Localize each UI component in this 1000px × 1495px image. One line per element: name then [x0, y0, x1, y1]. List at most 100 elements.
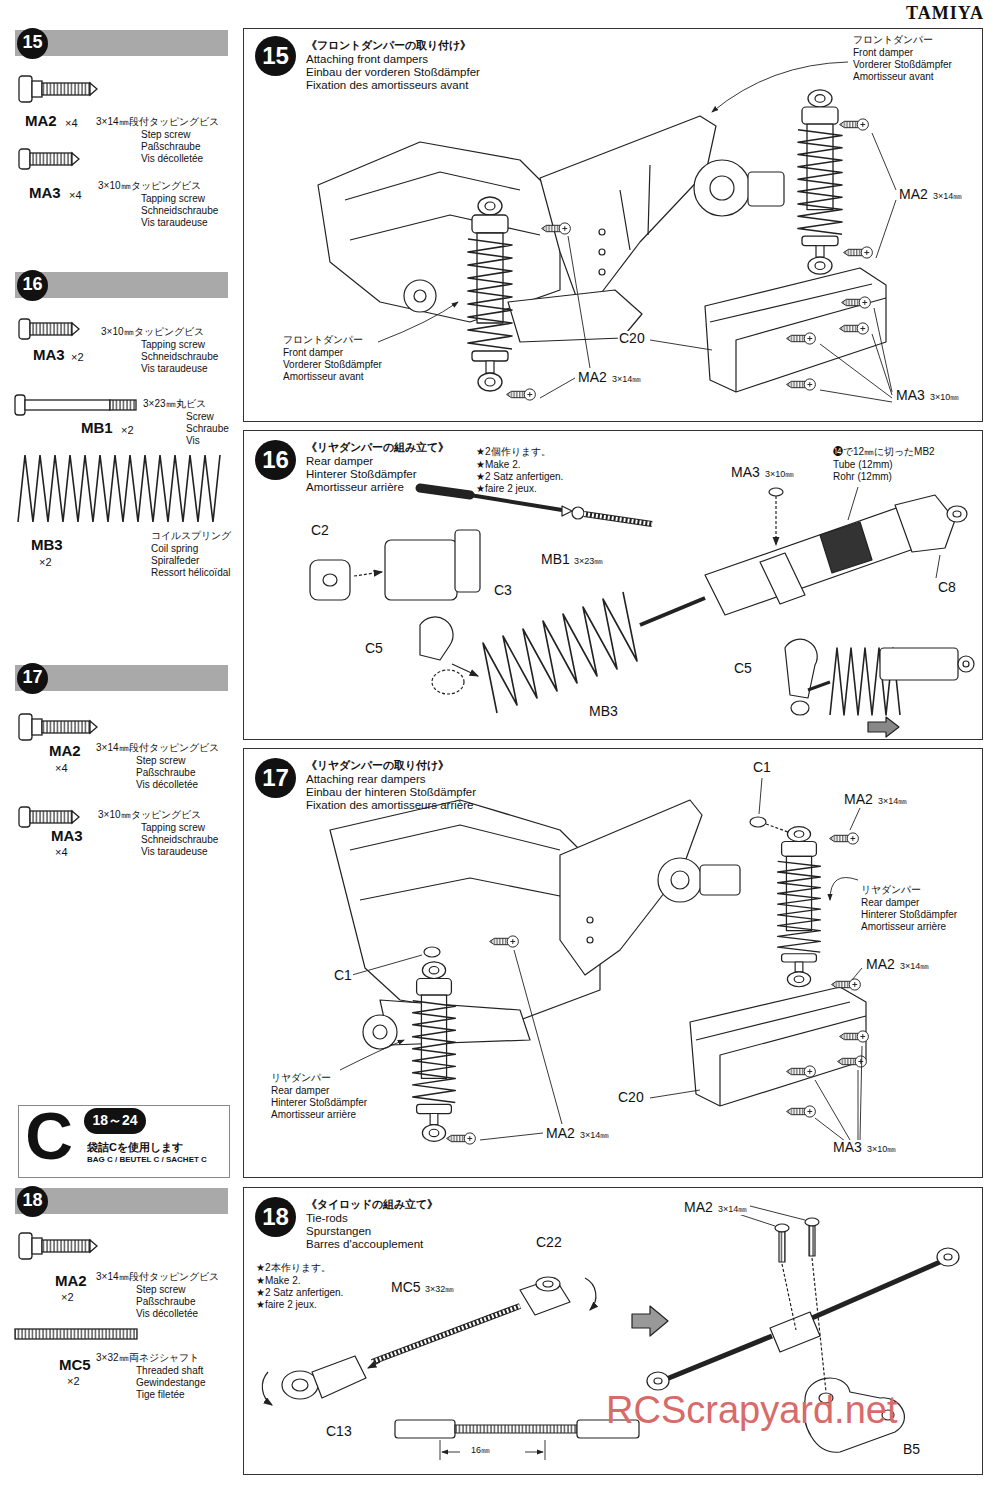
tie-rod-illustration: [647, 1372, 669, 1390]
rear-damper-mount-illustration: [340, 778, 862, 1141]
rear-damper-mount-illustration: [815, 1080, 850, 1140]
part-label: C1: [752, 760, 772, 775]
description: Front damper: [852, 47, 914, 58]
japanese-description: ★2個作ります。: [475, 446, 552, 457]
tie-rod-illustration: [944, 1254, 952, 1260]
front-damper-illustration: [820, 390, 892, 402]
description: Ressort hélicoïdal: [150, 567, 231, 578]
front-damper-illustration: [820, 344, 892, 398]
step-header: 15: [15, 30, 228, 56]
japanese-description: ⓮で12㎜に切ったMB2: [832, 446, 936, 457]
step-number: 17: [17, 663, 48, 694]
rear-damper-mount-illustration: [330, 778, 868, 1144]
rear-damper-mount-illustration: [350, 825, 580, 900]
step-number: 17: [262, 765, 289, 791]
rear-damper-assembly-illustration: [947, 506, 967, 522]
rear-damper-mount-illustration: [850, 808, 860, 830]
description: Tube (12mm): [832, 459, 894, 470]
japanese-description: コイルスプリング: [150, 530, 232, 541]
part-code: MA3: [50, 828, 84, 845]
description: Hinterer Stoßdämpfer: [270, 1097, 368, 1108]
brand-logo: TAMIYA: [905, 4, 985, 24]
front-damper-illustration: [874, 308, 892, 392]
japanese-description: 3×10㎜タッピングビス: [97, 809, 202, 820]
tie-rod-illustration: [442, 1452, 460, 1453]
tie-rod-illustration: [770, 1312, 820, 1352]
tie-rod-illustration: [536, 1277, 560, 1291]
description: Schneidschraube: [140, 205, 219, 216]
description: Vis taraudeuse: [140, 217, 209, 228]
step-title: Spurstangen: [306, 1225, 982, 1238]
rear-damper-assembly-illustration: [895, 495, 955, 552]
japanese-description: 3×14㎜段付タッピングビス: [95, 742, 220, 753]
front-damper-illustration: [568, 236, 590, 368]
description: Tige filetée: [135, 1389, 186, 1400]
description: Vorderer Stoßdämpfer: [282, 359, 383, 370]
rear-damper-assembly-illustration: [808, 682, 830, 690]
description: ★Make 2.: [255, 1275, 302, 1286]
description: Amortisseur avant: [852, 71, 935, 82]
rear-damper-mount-illustration: [696, 1002, 866, 1106]
parts-list-figures: [19, 714, 97, 740]
rear-damper-mount-illustration: [671, 871, 689, 889]
rear-damper-assembly-illustration: [432, 670, 464, 694]
part-label: C3: [493, 583, 513, 598]
rear-damper-assembly-illustration: [760, 553, 805, 604]
parts-list-figures: [19, 76, 97, 102]
step-range: 18～24: [92, 1113, 137, 1128]
dimension: 3×10㎜: [866, 1145, 897, 1155]
rear-damper-assembly-illustration: [936, 555, 940, 578]
part-code: MC5: [58, 1357, 92, 1374]
rear-damper-mount-illustration: [778, 827, 821, 987]
step-number-circle: 17: [255, 758, 296, 798]
description: Vis décolletée: [135, 1308, 199, 1319]
rear-damper-assembly-illustration: [963, 661, 969, 667]
rear-damper-mount-illustration: [759, 778, 762, 814]
front-damper-illustration: [620, 165, 650, 250]
part-label: MA2: [577, 370, 608, 385]
rear-damper-assembly-illustration: [584, 514, 652, 524]
quantity: ×4: [68, 189, 83, 201]
description: ★Make 2.: [475, 459, 522, 470]
description: Paßschraube: [135, 767, 196, 778]
tie-rod-illustration: [525, 1452, 543, 1453]
description: Vis taraudeuse: [140, 363, 209, 374]
quantity: ×4: [54, 762, 69, 774]
step-title: 《タイロッドの組み立て》: [306, 1198, 982, 1212]
part-label: MA3: [730, 465, 761, 480]
part-label: MA3: [895, 388, 926, 403]
dimension: 3×14㎜: [579, 1131, 610, 1141]
front-damper-illustration: [748, 172, 784, 206]
front-damper-illustration: [842, 297, 871, 308]
front-damper-illustration: [710, 176, 734, 200]
part-code: MA3: [28, 185, 62, 202]
step-number-circle: 16: [255, 440, 296, 480]
front-damper-illustration: [599, 249, 605, 255]
front-damper-illustration: [599, 269, 605, 275]
rear-damper-mount-illustration: [830, 833, 859, 844]
part-code: MB3: [30, 537, 64, 554]
quantity: ×2: [70, 351, 85, 363]
description: Coil spring: [150, 543, 199, 554]
rear-damper-mount-illustration: [690, 987, 866, 1106]
parts-list-figures: [19, 149, 79, 169]
front-damper-illustration: [318, 62, 896, 402]
parts-list-figures: [15, 395, 25, 415]
japanese-description: 3×10㎜タッピングビス: [97, 180, 202, 191]
part-label: C13: [325, 1424, 353, 1439]
front-damper-illustration: [540, 378, 575, 398]
rear-damper-mount-illustration: [587, 917, 593, 923]
rear-damper-mount-illustration: [858, 1070, 859, 1140]
description: Tapping screw: [140, 193, 206, 204]
part-label: MA2: [898, 187, 929, 202]
rear-damper-assembly-illustration: [958, 656, 974, 672]
step-header: 16: [15, 272, 228, 298]
tie-rod-illustration: [372, 1306, 520, 1362]
description: Vis décolletée: [135, 779, 199, 790]
tie-rod-illustration: [543, 1281, 553, 1287]
rear-damper-mount-illustration: [852, 968, 862, 980]
rear-damper-assembly-illustration: [584, 514, 652, 524]
step-number: 15: [17, 28, 48, 59]
description: Tapping screw: [140, 339, 206, 350]
description: Vorderer Stoßdämpfer: [852, 59, 953, 70]
